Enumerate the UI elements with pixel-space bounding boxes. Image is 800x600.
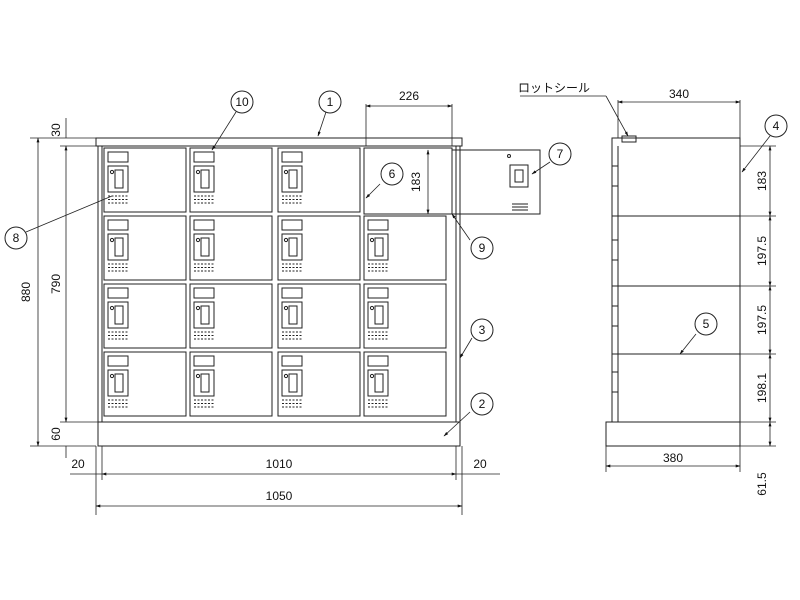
lot-seal xyxy=(621,135,637,143)
callout-label: 1 xyxy=(327,95,334,109)
dim-side-base: 61.5 xyxy=(755,472,769,496)
name-plate-icon xyxy=(107,219,129,231)
dim-total-width: 1050 xyxy=(266,489,293,503)
locker-door xyxy=(363,215,447,281)
name-plate-icon xyxy=(107,151,129,163)
side-callouts: 45 xyxy=(694,114,788,336)
lock-icon xyxy=(281,301,303,329)
dim-side-right: 20 xyxy=(473,457,487,471)
dim-door-height: 183 xyxy=(409,172,423,192)
callout-3: 3 xyxy=(470,318,494,342)
callout-label: 2 xyxy=(479,397,486,411)
callout-label: 5 xyxy=(703,317,710,331)
locker-door xyxy=(189,283,273,349)
dim-top-thickness: 30 xyxy=(49,123,63,137)
callout-label: 9 xyxy=(479,241,486,255)
dim-total-height: 880 xyxy=(19,282,33,302)
lock-icon xyxy=(107,369,129,397)
callout-1: 1 xyxy=(318,90,342,114)
callout-label: 6 xyxy=(389,167,396,181)
lock-icon xyxy=(281,369,303,397)
name-plate-icon xyxy=(193,219,215,231)
open-compartment xyxy=(363,147,541,215)
name-plate-icon xyxy=(367,219,389,231)
lock-icon xyxy=(193,233,215,261)
locker-door xyxy=(277,215,361,281)
callout-5: 5 xyxy=(694,312,718,336)
callout-label: 10 xyxy=(235,95,249,109)
name-plate-icon xyxy=(281,219,303,231)
open-door-lock-icon xyxy=(509,164,529,188)
lock-icon xyxy=(281,165,303,193)
top-board xyxy=(95,137,463,147)
front-view xyxy=(95,137,463,447)
side-body xyxy=(611,137,741,423)
dim-side-left: 20 xyxy=(71,457,85,471)
locker-door xyxy=(103,351,187,417)
dim-door-width: 226 xyxy=(399,89,419,103)
locker-door xyxy=(277,283,361,349)
callout-label: 4 xyxy=(773,119,780,133)
dim-side-bottom-depth: 380 xyxy=(663,451,683,465)
callout-9: 9 xyxy=(470,236,494,260)
cabinet-body xyxy=(97,145,461,447)
locker-door xyxy=(103,215,187,281)
dim-inner-width: 1010 xyxy=(266,457,293,471)
callout-8: 8 xyxy=(4,226,28,250)
callout-7: 7 xyxy=(548,142,572,166)
dim-side-top-depth: 340 xyxy=(669,87,689,101)
name-plate-icon xyxy=(193,287,215,299)
lock-icon xyxy=(367,233,389,261)
locker-door xyxy=(189,215,273,281)
name-plate-icon xyxy=(193,355,215,367)
name-plate-icon xyxy=(367,355,389,367)
lock-icon xyxy=(193,165,215,193)
name-plate-icon xyxy=(107,355,129,367)
side-base xyxy=(605,421,741,447)
locker-door xyxy=(103,283,187,349)
open-compartment-cavity xyxy=(363,147,453,215)
name-plate-icon xyxy=(367,287,389,299)
lock-icon xyxy=(107,233,129,261)
name-plate-icon xyxy=(107,287,129,299)
name-plate-icon xyxy=(281,151,303,163)
dim-side-row2: 197.5 xyxy=(755,236,769,266)
lock-icon xyxy=(107,165,129,193)
lock-icon xyxy=(193,301,215,329)
locker-door xyxy=(277,147,361,213)
lock-icon xyxy=(367,301,389,329)
name-plate-icon xyxy=(281,355,303,367)
name-plate-icon xyxy=(193,151,215,163)
locker-door xyxy=(363,283,447,349)
dim-side-row1: 183 xyxy=(755,171,769,191)
name-plate-icon xyxy=(281,287,303,299)
lot-seal-label: ロットシール xyxy=(518,81,590,95)
lock-icon xyxy=(281,233,303,261)
callout-10: 10 xyxy=(230,90,254,114)
front-callouts: 1 2 3 6 7 8 9 10 xyxy=(4,90,572,416)
callout-label: 3 xyxy=(479,323,486,337)
callout-label: 8 xyxy=(13,231,20,245)
locker-door xyxy=(363,351,447,417)
callout-6: 6 xyxy=(380,162,404,186)
callout-4: 4 xyxy=(764,114,788,138)
callout-label: 7 xyxy=(557,147,564,161)
dim-base-height: 60 xyxy=(49,427,63,441)
dim-side-row4: 198.1 xyxy=(755,373,769,403)
callout-2: 2 xyxy=(470,392,494,416)
dim-side-row3: 197.5 xyxy=(755,305,769,335)
locker-door xyxy=(277,351,361,417)
lock-icon xyxy=(193,369,215,397)
locker-door xyxy=(189,147,273,213)
locker-door xyxy=(189,351,273,417)
locker-door xyxy=(103,147,187,213)
lock-icon xyxy=(367,369,389,397)
lock-icon xyxy=(107,301,129,329)
dim-body-height: 790 xyxy=(49,274,63,294)
open-door-panel xyxy=(451,149,541,215)
door-grid xyxy=(103,147,447,417)
side-view xyxy=(605,135,741,447)
